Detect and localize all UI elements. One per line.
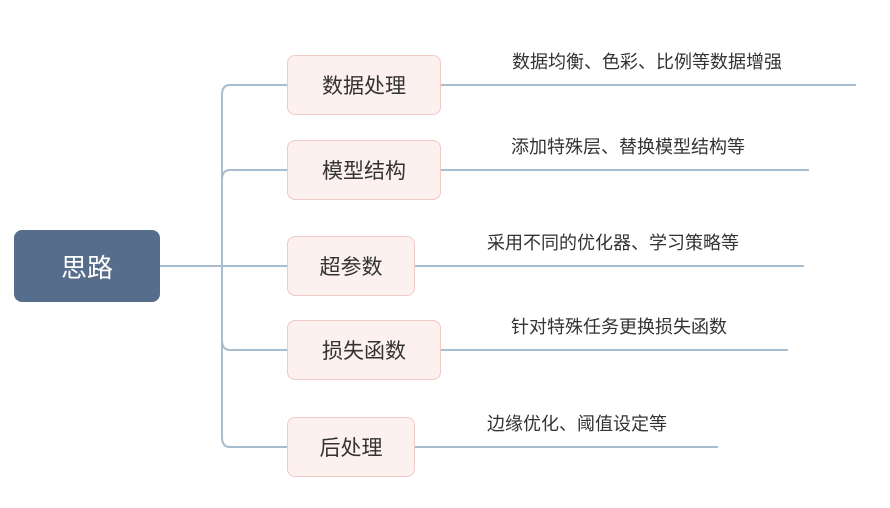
branch-label: 损失函数 (322, 339, 406, 363)
branch-label: 模型结构 (322, 159, 406, 183)
branch-node-data-processing[interactable]: 数据处理 (287, 55, 441, 115)
leaf-detail-2[interactable]: 添加特殊层、替换模型结构等 (511, 137, 745, 158)
leaf-detail-5[interactable]: 边缘优化、阈值设定等 (487, 414, 667, 435)
branch-connector-4 (221, 339, 287, 351)
branch-node-loss-function[interactable]: 损失函数 (287, 320, 441, 380)
root-node[interactable]: 思路 (14, 230, 160, 302)
leaf-detail-1[interactable]: 数据均衡、色彩、比例等数据增强 (512, 52, 782, 73)
branch-node-model-structure[interactable]: 模型结构 (287, 140, 441, 200)
leaf-detail-4[interactable]: 针对特殊任务更换损失函数 (511, 317, 727, 338)
branch-label: 超参数 (319, 255, 383, 279)
branch-node-hyperparameters[interactable]: 超参数 (287, 236, 415, 296)
branch-label: 后处理 (319, 436, 383, 460)
branch-node-post-processing[interactable]: 后处理 (287, 417, 415, 477)
root-label: 思路 (60, 253, 113, 284)
branch-label: 数据处理 (322, 74, 406, 98)
leaf-detail-3[interactable]: 采用不同的优化器、学习策略等 (487, 233, 739, 254)
branch-connector-2 (221, 169, 287, 181)
